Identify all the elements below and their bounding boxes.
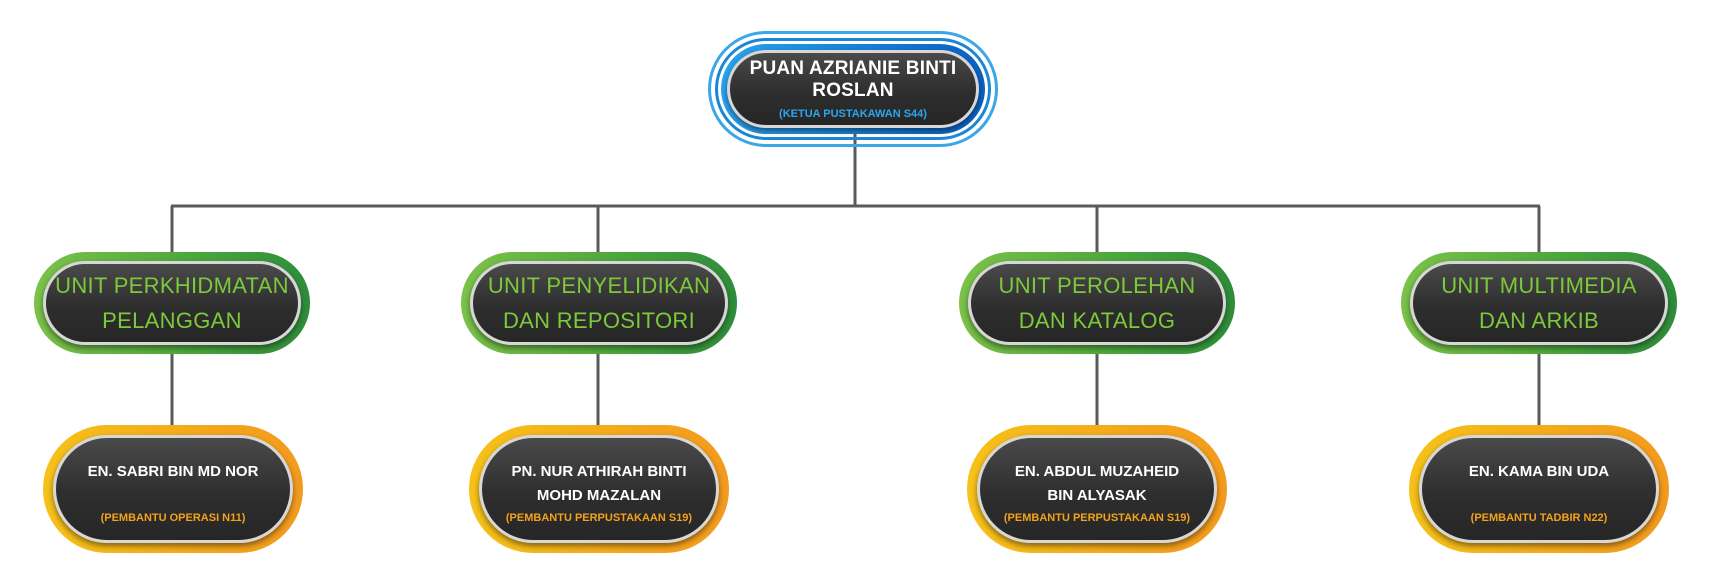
head-ring-outer [715, 38, 991, 140]
head-role: (KETUA PUSTAKAWAN S44) [779, 108, 927, 120]
staff-name-line2: MOHD MAZALAN [536, 487, 662, 504]
head-node: PUAN AZRIANIE BINTI ROSLAN (KETUA PUSTAK… [708, 31, 998, 147]
unit-label-line2: PELANGGAN [102, 308, 242, 333]
unit-label-line1: UNIT MULTIMEDIA [1441, 273, 1637, 298]
staff-name-line1: EN. KAMA BIN UDA [1468, 463, 1610, 480]
unit-node-multimedia: UNIT MULTIMEDIA DAN ARKIB [1401, 252, 1677, 354]
unit-label-line2: DAN REPOSITORI [502, 308, 696, 333]
staff-name: EN. KAMA BIN UDA [1469, 460, 1609, 508]
head-card: PUAN AZRIANIE BINTI ROSLAN (KETUA PUSTAK… [727, 50, 979, 128]
unit-node-penyelidikan: UNIT PENYELIDIKAN DAN REPOSITORI [461, 252, 737, 354]
staff-name-line2: BIN ALYASAK [1047, 487, 1147, 504]
staff-card: PN. NUR ATHIRAH BINTI MOHD MAZALAN (PEMB… [479, 435, 719, 543]
staff-card: EN. KAMA BIN UDA (PEMBANTU TADBIR N22) [1419, 435, 1659, 543]
staff-role: (PEMBANTU PERPUSTAKAAN S19) [505, 512, 693, 524]
staff-node-athirah: PN. NUR ATHIRAH BINTI MOHD MAZALAN (PEMB… [469, 425, 729, 553]
staff-name: EN. SABRI BIN MD NOR [88, 460, 259, 508]
staff-role: (PEMBANTU PERPUSTAKAAN S19) [1003, 512, 1191, 524]
staff-name-line1: EN. ABDUL MUZAHEID [1014, 463, 1180, 480]
staff-card: EN. ABDUL MUZAHEID BIN ALYASAK (PEMBANTU… [977, 435, 1217, 543]
unit-label-line1: UNIT PENYELIDIKAN [487, 273, 711, 298]
unit-node-perolehan: UNIT PEROLEHAN DAN KATALOG [959, 252, 1235, 354]
head-name: PUAN AZRIANIE BINTI ROSLAN [749, 58, 957, 101]
staff-role: (PEMBANTU OPERASI N11) [100, 512, 246, 524]
unit-label-line1: UNIT PERKHIDMATAN [55, 273, 289, 298]
unit-label-line2: DAN ARKIB [1478, 308, 1600, 333]
staff-name: EN. ABDUL MUZAHEID BIN ALYASAK [1015, 460, 1179, 508]
unit-label-line1: UNIT PEROLEHAN [998, 273, 1196, 298]
unit-card: UNIT MULTIMEDIA DAN ARKIB [1410, 261, 1668, 345]
staff-name-line1: PN. NUR ATHIRAH BINTI [511, 463, 687, 480]
staff-node-muzaheid: EN. ABDUL MUZAHEID BIN ALYASAK (PEMBANTU… [967, 425, 1227, 553]
unit-node-perkhidmatan: UNIT PERKHIDMATAN PELANGGAN [34, 252, 310, 354]
unit-card: UNIT PEROLEHAN DAN KATALOG [968, 261, 1226, 345]
staff-name-line1: EN. SABRI BIN MD NOR [87, 463, 259, 480]
staff-name: PN. NUR ATHIRAH BINTI MOHD MAZALAN [512, 460, 687, 508]
staff-role: (PEMBANTU TADBIR N22) [1470, 512, 1608, 524]
staff-card: EN. SABRI BIN MD NOR (PEMBANTU OPERASI N… [53, 435, 293, 543]
staff-node-sabri: EN. SABRI BIN MD NOR (PEMBANTU OPERASI N… [43, 425, 303, 553]
staff-node-kama: EN. KAMA BIN UDA (PEMBANTU TADBIR N22) [1409, 425, 1669, 553]
unit-card: UNIT PERKHIDMATAN PELANGGAN [43, 261, 301, 345]
unit-label-line2: DAN KATALOG [1018, 308, 1176, 333]
unit-card: UNIT PENYELIDIKAN DAN REPOSITORI [470, 261, 728, 345]
